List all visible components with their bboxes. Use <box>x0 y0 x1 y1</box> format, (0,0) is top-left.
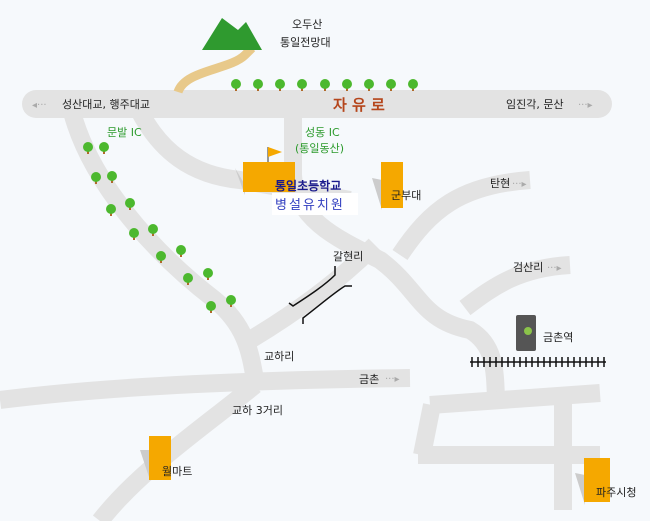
road-geomsan <box>459 256 571 316</box>
tree-icon <box>129 228 139 240</box>
galhyeon-label: 갈현리 <box>333 249 363 263</box>
road-galhyeon <box>245 238 382 348</box>
tree-icon <box>148 224 158 236</box>
tree-icon <box>91 172 101 184</box>
tree-icon <box>206 301 216 313</box>
road-grid-1 <box>429 384 601 414</box>
tree-icon <box>408 79 418 91</box>
road-seongdong <box>284 112 505 401</box>
arrow-left-icon: ◂··· <box>32 100 47 111</box>
galhyeon-bridge <box>288 266 352 324</box>
road-south <box>92 378 261 521</box>
gyoha-label: 교하리 <box>264 349 294 363</box>
tanhyeon-arrow-icon: ···▸ <box>512 179 527 190</box>
military-label: 군부대 <box>391 189 421 202</box>
tree-icon <box>125 198 135 210</box>
tree-icon <box>226 295 236 307</box>
tree-icon <box>107 171 117 183</box>
cityhall-label: 파주시청 <box>596 486 636 499</box>
military-building <box>372 162 403 210</box>
wolmart-building <box>140 436 171 480</box>
left-destination: 성산대교, 행주대교 <box>62 98 150 111</box>
kindergarten-name: 병설유치원 <box>275 198 345 213</box>
mountain-icon <box>202 18 262 50</box>
tree-icon <box>106 204 116 216</box>
right-destination: 임진각, 문산 <box>506 98 564 111</box>
school-label-bg <box>272 193 358 215</box>
main-road <box>22 90 612 118</box>
wolmart-label: 월마트 <box>162 465 192 478</box>
mountain-label-1: 오두산 <box>292 18 322 31</box>
station-icon <box>516 315 536 351</box>
geumchon-station-label: 금촌역 <box>543 331 573 344</box>
road-geumchon <box>0 369 411 409</box>
road-tanhyeon <box>392 171 531 260</box>
tree-icon <box>253 79 263 91</box>
cityhall-building <box>575 458 610 505</box>
tree-icon <box>83 142 93 154</box>
mountain-label-2: 통일전망대 <box>280 35 331 49</box>
tree-icon <box>342 79 352 91</box>
munbal-ic-label: 문발 IC <box>107 126 142 139</box>
tree-icon <box>320 79 330 91</box>
tree-icon <box>231 79 241 91</box>
gyoha-junction-label: 교하 3거리 <box>232 403 283 417</box>
tree-icon <box>364 79 374 91</box>
arrow-right-icon: ···▸ <box>578 100 593 111</box>
tree-icon <box>176 245 186 257</box>
main-road-name: 자 유 로 <box>333 96 385 114</box>
geumchon-arrow-icon: ···▸ <box>385 374 400 385</box>
tree-icon <box>156 251 166 263</box>
railway <box>470 357 606 367</box>
tree-icon <box>99 142 109 154</box>
geomsan-label: 검산리 <box>513 261 543 274</box>
school-building <box>235 147 295 195</box>
tree-icon <box>203 268 213 280</box>
geumchon-label: 금촌 <box>359 373 379 386</box>
roads <box>0 107 601 521</box>
road-school <box>132 107 352 209</box>
tanhyeon-label: 탄현 <box>490 177 510 190</box>
geomsan-arrow-icon: ···▸ <box>547 263 562 274</box>
mountain-path <box>173 44 256 95</box>
school-name: 통일초등학교 <box>275 178 341 193</box>
tree-icon <box>386 79 396 91</box>
tree-icon <box>297 79 307 91</box>
flag-icon <box>268 147 282 157</box>
seongdong-ic-label: 성동 IC <box>305 126 340 139</box>
trees <box>83 79 418 313</box>
road-grid-3 <box>413 403 441 457</box>
tree-icon <box>275 79 285 91</box>
tree-icon <box>183 273 193 285</box>
seongdong-ic-sub: (통일동산) <box>295 141 344 155</box>
